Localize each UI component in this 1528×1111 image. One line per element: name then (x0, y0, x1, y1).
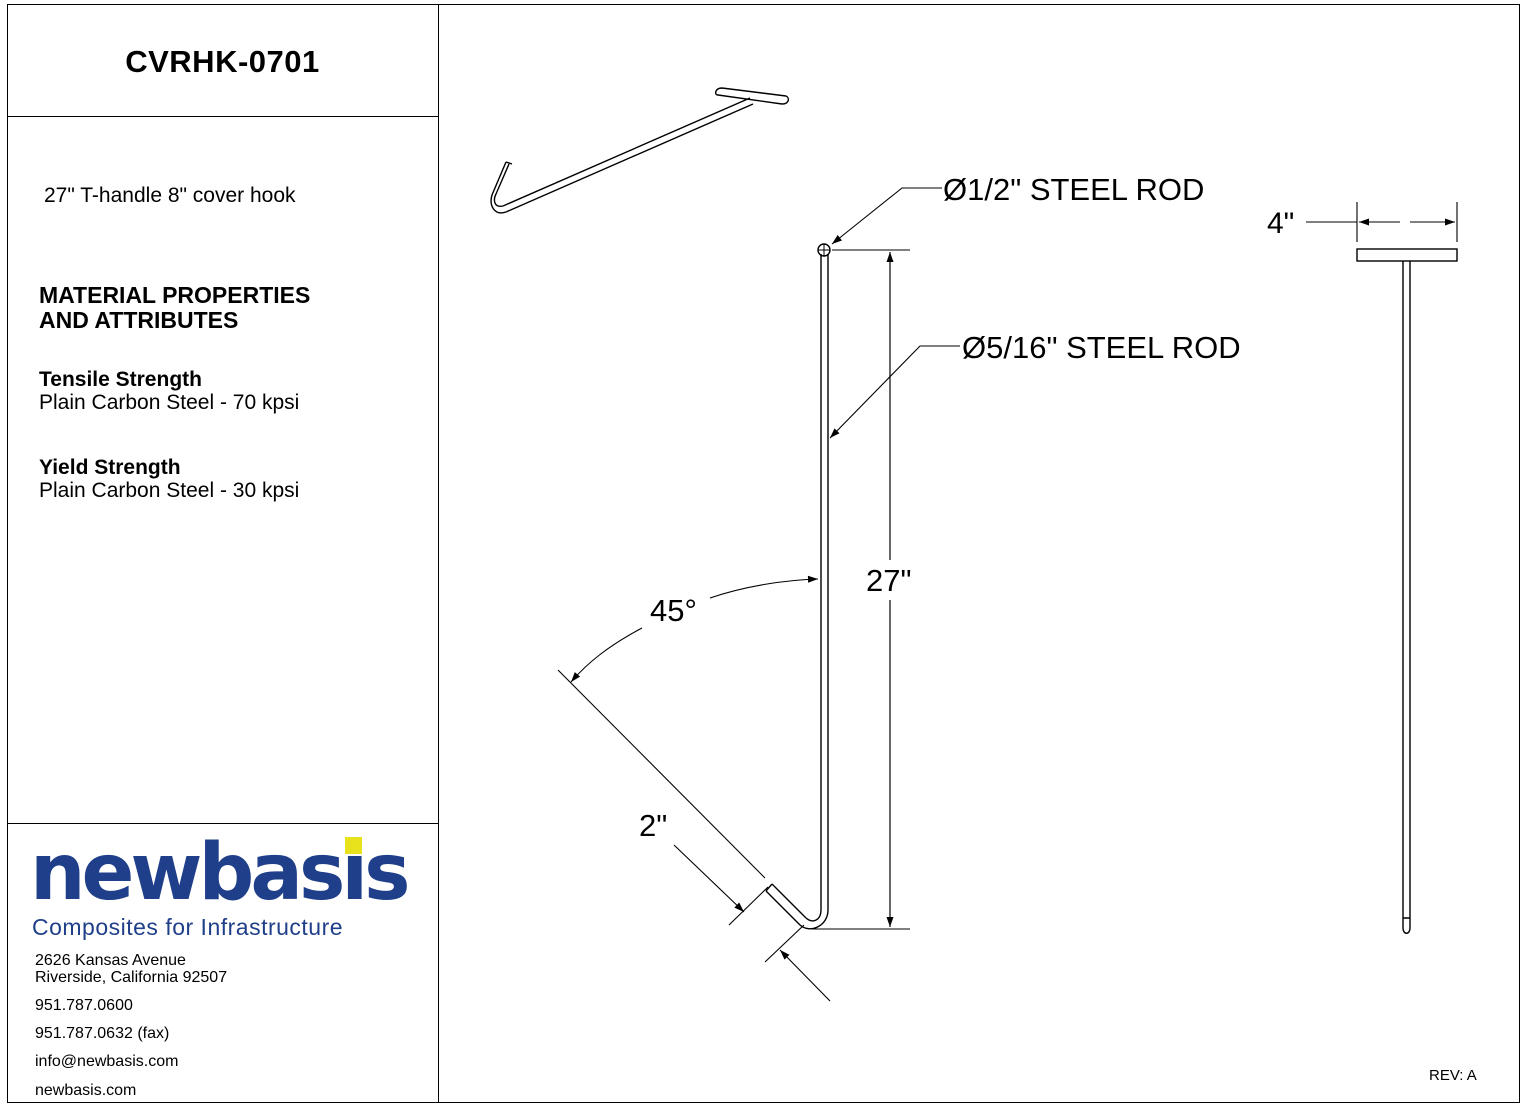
side-shaft (1402, 261, 1411, 934)
isometric-view (490, 87, 790, 214)
side-dimensions (1306, 202, 1458, 242)
property-value: Plain Carbon Steel - 30 kpsi (39, 479, 300, 502)
callout-handle-rod: Ø1/2" STEEL ROD (943, 172, 1204, 207)
tensile-strength-property: Tensile Strength Plain Carbon Steel - 70… (39, 368, 299, 414)
company-info-box: newbasis Composites for Infrastructure 2… (7, 823, 438, 1101)
leader-shaft-rod (829, 345, 960, 439)
iso-shaft (502, 97, 754, 213)
company-tagline: Composites for Infrastructure (32, 914, 344, 940)
front-dimensions (557, 187, 960, 1002)
dim-2-line-a (673, 844, 745, 913)
part-number-box: CVRHK-0701 (7, 4, 438, 117)
property-title: Yield Strength (39, 456, 181, 479)
front-shaft (820, 254, 829, 910)
front-view (765, 243, 831, 930)
drawing-sheet-border (7, 4, 1520, 1103)
yield-strength-property: Yield Strength Plain Carbon Steel - 30 k… (39, 456, 299, 502)
dim-angle-arc-2 (570, 627, 643, 683)
dim-angle-ext (557, 669, 766, 879)
dim-handle-width-label: 4" (1267, 207, 1294, 240)
material-properties-heading: MATERIAL PROPERTIES AND ATTRIBUTES (39, 282, 311, 333)
leader-handle-rod (831, 187, 942, 245)
callout-shaft-rod: Ø5/16" STEEL ROD (962, 330, 1241, 365)
part-description: 27" T-handle 8" cover hook (44, 184, 296, 207)
front-hook-bend (799, 909, 829, 930)
iso-t-handle (714, 87, 790, 105)
side-t-handle (1356, 248, 1458, 262)
side-view (1356, 248, 1458, 934)
dim-angle-label: 45° (650, 593, 697, 628)
property-title: Tensile Strength (39, 368, 202, 391)
dim-length-label: 27" (866, 563, 912, 598)
dim-2-line-b (779, 949, 831, 1002)
part-number: CVRHK-0701 (125, 44, 320, 79)
address-line-2: Riverside, California 92507 (35, 969, 228, 986)
title-block: CVRHK-0701 27" T-handle 8" cover hook MA… (7, 4, 439, 1103)
company-phone: 951.787.0600 (35, 997, 133, 1014)
address-line-1: 2626 Kansas Avenue (35, 952, 186, 969)
revision-label: REV: A (1429, 1067, 1477, 1084)
logo-yellow-square (345, 837, 362, 854)
dim-2-ext-b (764, 924, 805, 963)
front-hook-tip (765, 883, 807, 926)
company-website[interactable]: newbasis.com (35, 1082, 137, 1099)
dim-angle-arc (709, 575, 819, 599)
company-email[interactable]: info@newbasis.com (35, 1053, 179, 1070)
company-address: 2626 Kansas Avenue Riverside, California… (35, 952, 227, 986)
dim-2-ext-a (728, 886, 769, 926)
iso-hook (490, 161, 513, 214)
dim-hook-label: 2" (639, 808, 667, 843)
company-fax: 951.787.0632 (fax) (35, 1025, 170, 1042)
property-value: Plain Carbon Steel - 70 kpsi (39, 391, 300, 414)
